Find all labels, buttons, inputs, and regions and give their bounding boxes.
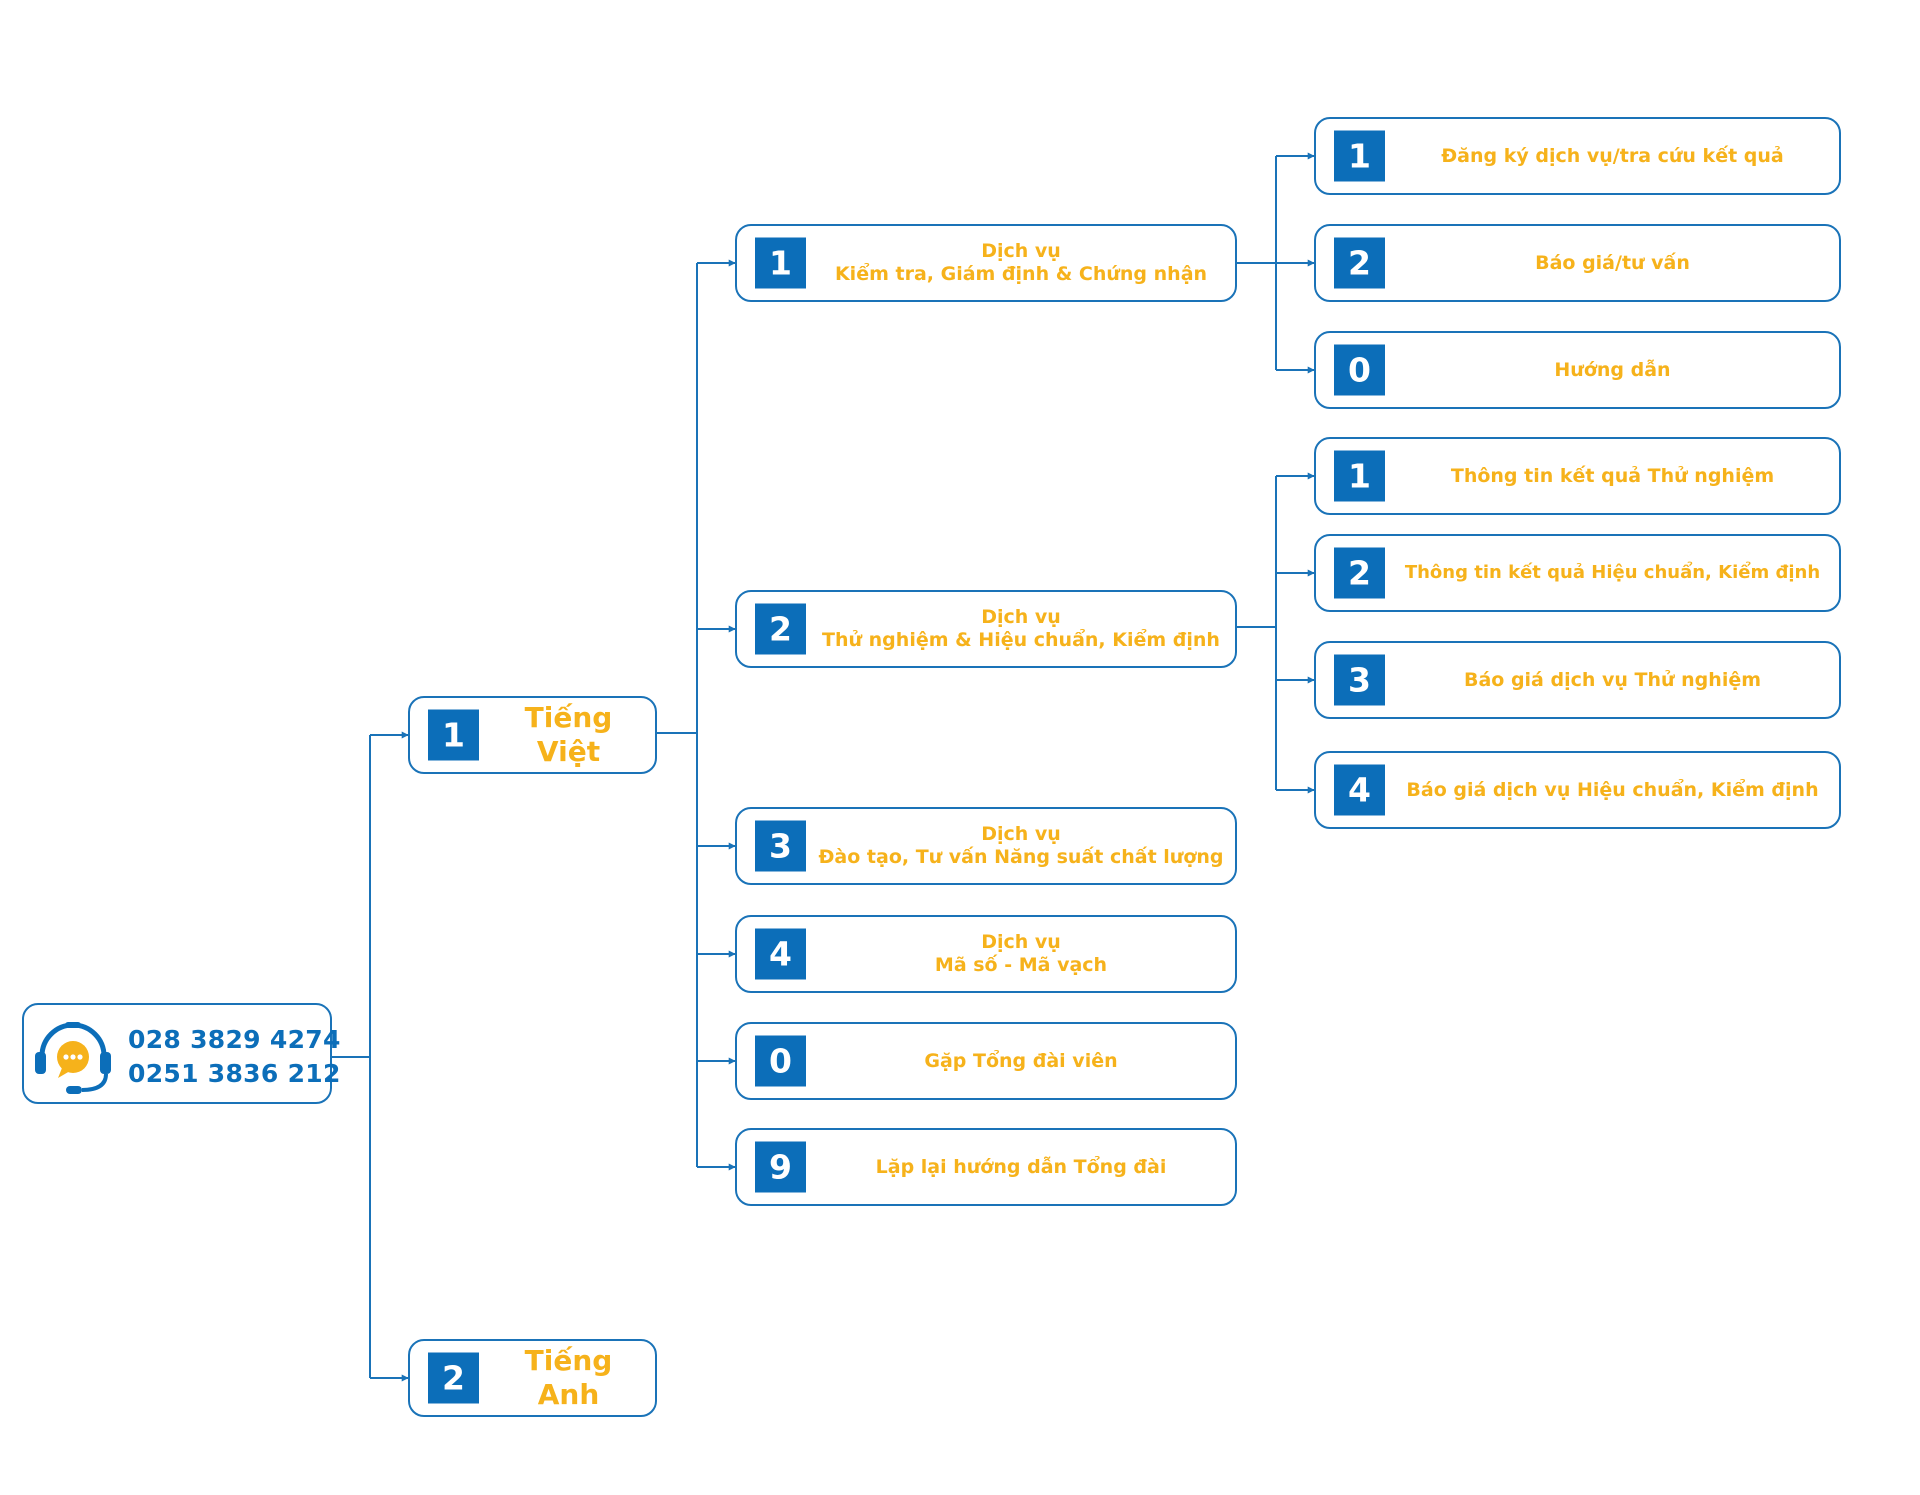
testing-option-1[interactable]: 1 Thông tin kết quả Thử nghiệm — [1314, 437, 1841, 515]
service-title: Dịch vụ — [981, 931, 1061, 954]
key-badge: 1 — [1334, 450, 1385, 502]
key-badge: 9 — [755, 1141, 806, 1193]
option-label: Hướng dẫn — [1554, 358, 1671, 381]
testing-option-4[interactable]: 4 Báo giá dịch vụ Hiệu chuẩn, Kiểm định — [1314, 751, 1841, 829]
option-label: Báo giá dịch vụ Hiệu chuẩn, Kiểm định — [1406, 778, 1819, 801]
service-title: Gặp Tổng đài viên — [924, 1049, 1118, 1072]
service-option-1[interactable]: 1 Dịch vụ Kiểm tra, Giám định & Chứng nh… — [735, 224, 1237, 302]
hotline-numbers: 028 3829 4274 0251 3836 212 — [128, 1023, 341, 1091]
option-label: Báo giá dịch vụ Thử nghiệm — [1463, 668, 1762, 691]
key-badge: 1 — [428, 709, 479, 761]
inspection-option-0[interactable]: 0 Hướng dẫn — [1314, 331, 1841, 409]
phone-number[interactable]: 0251 3836 212 — [128, 1059, 341, 1088]
service-title: Dịch vụ — [981, 606, 1061, 629]
service-subtitle: Mã số - Mã vạch — [934, 954, 1108, 976]
phone-number[interactable]: 028 3829 4274 — [128, 1025, 341, 1054]
service-title: Dịch vụ — [981, 823, 1061, 846]
key-badge: 1 — [755, 237, 806, 289]
option-label: Thông tin kết quả Hiệu chuẩn, Kiểm định — [1404, 562, 1821, 584]
service-subtitle: Thử nghiệm & Hiệu chuẩn, Kiểm định — [822, 629, 1220, 651]
key-badge: 2 — [755, 603, 806, 655]
key-badge: 2 — [428, 1352, 479, 1404]
service-option-2[interactable]: 2 Dịch vụ Thử nghiệm & Hiệu chuẩn, Kiểm … — [735, 590, 1237, 668]
key-badge: 3 — [1334, 654, 1385, 706]
option-label: Tiếng Anh — [524, 1344, 613, 1411]
service-option-3[interactable]: 3 Dịch vụ Đào tạo, Tư vấn Năng suất chất… — [735, 807, 1237, 885]
service-option-4[interactable]: 4 Dịch vụ Mã số - Mã vạch — [735, 915, 1237, 993]
option-label: Báo giá/tư vấn — [1535, 251, 1690, 274]
option-label: Tiếng Việt — [524, 701, 613, 768]
key-badge: 2 — [1334, 547, 1385, 599]
option-label: Đăng ký dịch vụ/tra cứu kết quả — [1441, 144, 1784, 167]
service-title: Dịch vụ — [981, 240, 1061, 263]
option-label: Thông tin kết quả Thử nghiệm — [1450, 464, 1775, 487]
key-badge: 2 — [1334, 237, 1385, 289]
testing-option-3[interactable]: 3 Báo giá dịch vụ Thử nghiệm — [1314, 641, 1841, 719]
key-badge: 1 — [1334, 130, 1385, 182]
service-option-9[interactable]: 9 Lặp lại hướng dẫn Tổng đài — [735, 1128, 1237, 1206]
service-title: Lặp lại hướng dẫn Tổng đài — [875, 1155, 1167, 1178]
service-option-0[interactable]: 0 Gặp Tổng đài viên — [735, 1022, 1237, 1100]
hotline-box: 028 3829 4274 0251 3836 212 — [22, 1003, 340, 1104]
service-subtitle: Đào tạo, Tư vấn Năng suất chất lượng — [818, 846, 1224, 868]
headset-chat-icon — [35, 1022, 111, 1094]
key-badge: 0 — [1334, 344, 1385, 396]
key-badge: 3 — [755, 820, 806, 872]
service-subtitle: Kiểm tra, Giám định & Chứng nhận — [834, 263, 1208, 285]
option-tieng-viet[interactable]: 1 Tiếng Việt — [408, 696, 657, 774]
testing-option-2[interactable]: 2 Thông tin kết quả Hiệu chuẩn, Kiểm địn… — [1314, 534, 1841, 612]
key-badge: 4 — [755, 928, 806, 980]
option-tieng-anh[interactable]: 2 Tiếng Anh — [408, 1339, 657, 1417]
inspection-option-1[interactable]: 1 Đăng ký dịch vụ/tra cứu kết quả — [1314, 117, 1841, 195]
key-badge: 0 — [755, 1035, 806, 1087]
inspection-option-2[interactable]: 2 Báo giá/tư vấn — [1314, 224, 1841, 302]
key-badge: 4 — [1334, 764, 1385, 816]
